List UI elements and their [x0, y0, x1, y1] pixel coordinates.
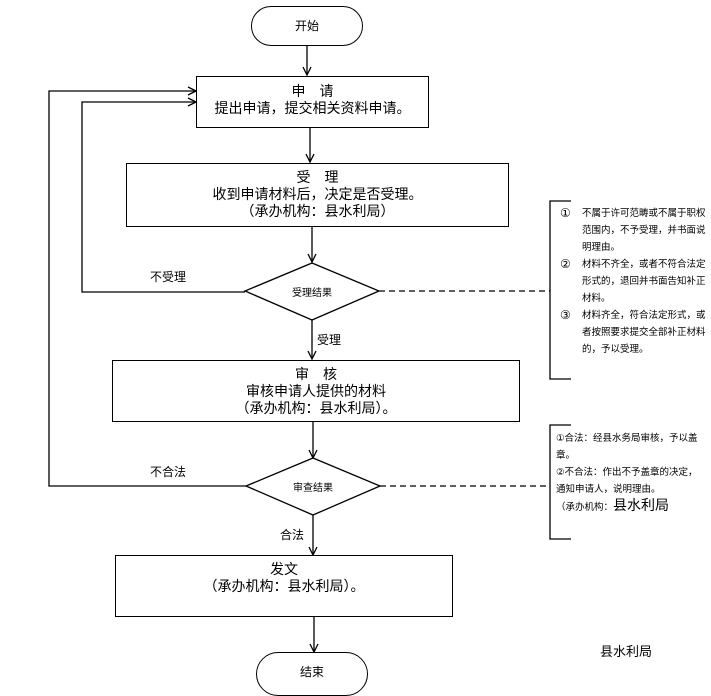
review-note-agency: （承办机构：县水利局 [556, 498, 704, 516]
step-apply-title: 申 请 [291, 84, 334, 100]
acceptance-note-number: ② [560, 257, 571, 271]
acceptance-note-text: 材料不齐全，或者不符合法定形式的，退回并书面告知补正材料。 [582, 259, 706, 304]
review-note-line: ①合法：经县水务局审核，予以盖章。 [556, 433, 698, 461]
bracket-acceptance-note [549, 200, 571, 380]
step-apply: 申 请 提出申请，提交相关资料申请。 [196, 76, 429, 128]
acceptance-note-text: 不属于许可范畴或不属于职权范围内，不予受理，并书面说明理由。 [582, 208, 706, 253]
edge-label-accepted: 受理 [317, 333, 342, 347]
review-note-agency-name: 县水利局 [613, 498, 670, 514]
decision-review-label: 审查结果 [293, 483, 333, 494]
review-note-line: ②不合法：作出不予盖章的决定，通知申请人，说明理由。 [556, 467, 698, 495]
acceptance-note-item: ② 材料不齐全，或者不符合法定形式的，退回并书面告知补正材料。 [560, 256, 710, 307]
acceptance-note-item: ③ 材料齐全，符合法定形式，或者按照要求提交全部补正材料的，予以受理。 [560, 307, 710, 358]
acceptance-note-text: 材料齐全，符合法定形式，或者按照要求提交全部补正材料的，予以受理。 [582, 310, 706, 355]
step-issue: 发文 （承办机构：县水利局）。 [115, 555, 453, 617]
step-review-title: 审 核 [295, 367, 337, 383]
acceptance-note-number: ① [560, 206, 571, 220]
start-terminal: 开始 [251, 6, 363, 46]
footer-agency-label: 县水利局 [600, 645, 653, 660]
step-issue-title: 发文 [270, 562, 298, 578]
decision-diamond-acceptance [243, 262, 381, 321]
start-label: 开始 [294, 19, 319, 33]
end-terminal: 结束 [256, 652, 368, 696]
edge-label-legal: 合法 [280, 528, 305, 542]
acceptance-note-item: ① 不属于许可范畴或不属于职权范围内，不予受理，并书面说明理由。 [560, 205, 710, 256]
step-review-agency: （承办机构：县水利局）。 [235, 401, 397, 417]
step-accept-agency: （承办机构：县水利局） [240, 204, 395, 220]
end-label: 结束 [299, 665, 324, 679]
loop-not-legal [48, 91, 246, 487]
edge-label-not-accepted: 不受理 [150, 270, 187, 284]
step-review-desc: 审核申请人提供的材料 [246, 384, 386, 400]
step-accept: 受 理 收到申请材料后，决定是否受理。 （承办机构：县水利局） [126, 163, 509, 227]
step-apply-desc: 提出申请，提交相关资料申请。 [214, 101, 411, 117]
bracket-review-note [549, 424, 571, 540]
edge-label-not-legal: 不合法 [150, 465, 187, 479]
review-note-agency-prefix: （承办机构： [556, 502, 614, 513]
decision-acceptance-label: 受理结果 [292, 288, 332, 299]
acceptance-note-number: ③ [560, 308, 571, 322]
review-note: ①合法：经县水务局审核，予以盖章。 ②不合法：作出不予盖章的决定，通知申请人，说… [556, 430, 704, 516]
step-review: 审 核 审核申请人提供的材料 （承办机构：县水利局）。 [112, 360, 520, 422]
step-accept-title: 受 理 [296, 170, 339, 186]
loop-not-accepted [81, 102, 245, 293]
acceptance-note: ① 不属于许可范畴或不属于职权范围内，不予受理，并书面说明理由。 ② 材料不齐全… [560, 205, 710, 358]
step-accept-desc: 收到申请材料后，决定是否受理。 [212, 187, 423, 203]
decision-diamond-review [244, 457, 382, 516]
step-issue-agency: （承办机构：县水利局）。 [203, 579, 365, 595]
